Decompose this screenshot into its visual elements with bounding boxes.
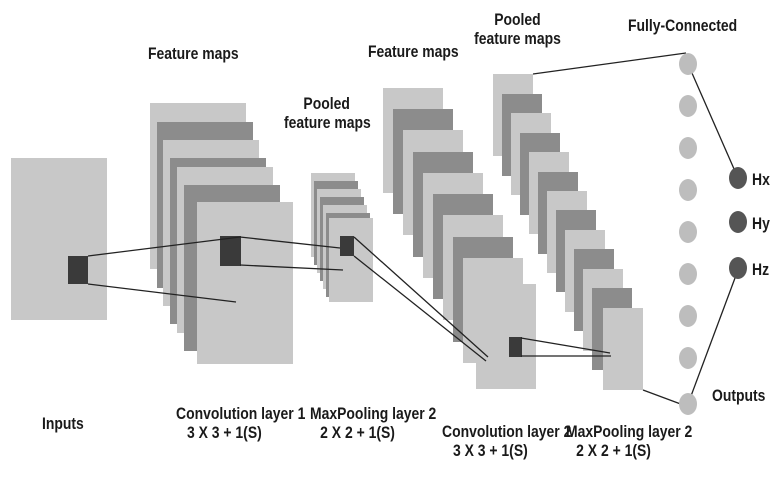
output-nodes — [729, 167, 747, 279]
fully-connected-nodes — [679, 53, 697, 415]
feature-maps-2-label: Feature maps — [368, 42, 459, 61]
outputs-label: Outputs — [712, 386, 766, 405]
pool2-caption-line2: 2 X 2 + 1(S) — [576, 441, 651, 460]
conv1-caption-line1: Convolution layer 1 — [176, 404, 306, 423]
pool2-caption: MaxPooling layer 2 2 X 2 + 1(S) — [566, 422, 693, 460]
conv1-caption: Convolution layer 1 3 X 3 + 1(S) — [176, 404, 306, 442]
output-node-hz — [729, 257, 747, 279]
pooled-maps-1-line1: Pooled — [303, 94, 350, 113]
pooled-maps-2-line2: feature maps — [474, 29, 561, 48]
feature-maps-stack-1 — [150, 103, 293, 364]
pool1-caption-line2: 2 X 2 + 1(S) — [320, 423, 395, 442]
conv2-caption-line2: 3 X 3 + 1(S) — [452, 441, 528, 460]
pool2-caption-line1: MaxPooling layer 2 — [566, 422, 693, 441]
conv2-caption-line1: Convolution layer 2 — [442, 422, 572, 441]
pooled-maps-2-line1: Pooled — [494, 10, 541, 29]
pool1-kernel — [340, 236, 354, 256]
inputs-label: Inputs — [42, 414, 84, 433]
output-label-hx: Hx — [752, 170, 770, 189]
connection-lines — [87, 52, 739, 407]
output-label-hz: Hz — [752, 260, 770, 279]
pooled-maps-1-line2: feature maps — [284, 113, 371, 132]
output-label-hy: Hy — [752, 214, 770, 233]
pool1-caption: MaxPooling layer 2 2 X 2 + 1(S) — [310, 404, 437, 442]
pool1-caption-line1: MaxPooling layer 2 — [310, 404, 437, 423]
input-kernel — [68, 256, 88, 284]
pooled-maps-1-label: Pooled feature maps — [284, 94, 371, 132]
output-node-hy — [729, 211, 747, 233]
conv1-caption-line2: 3 X 3 + 1(S) — [186, 423, 262, 442]
conv2-kernel — [509, 337, 522, 357]
fully-connected-label: Fully-Connected — [628, 16, 738, 35]
input-image — [11, 158, 107, 320]
conv2-caption: Convolution layer 2 3 X 3 + 1(S) — [442, 422, 572, 460]
pooled-maps-2-label: Pooled feature maps — [474, 10, 561, 48]
feature-maps-1-label: Feature maps — [148, 44, 239, 63]
conv1-kernel — [220, 236, 241, 266]
pooled-maps-stack-2 — [493, 74, 643, 390]
output-node-hx — [729, 167, 747, 189]
